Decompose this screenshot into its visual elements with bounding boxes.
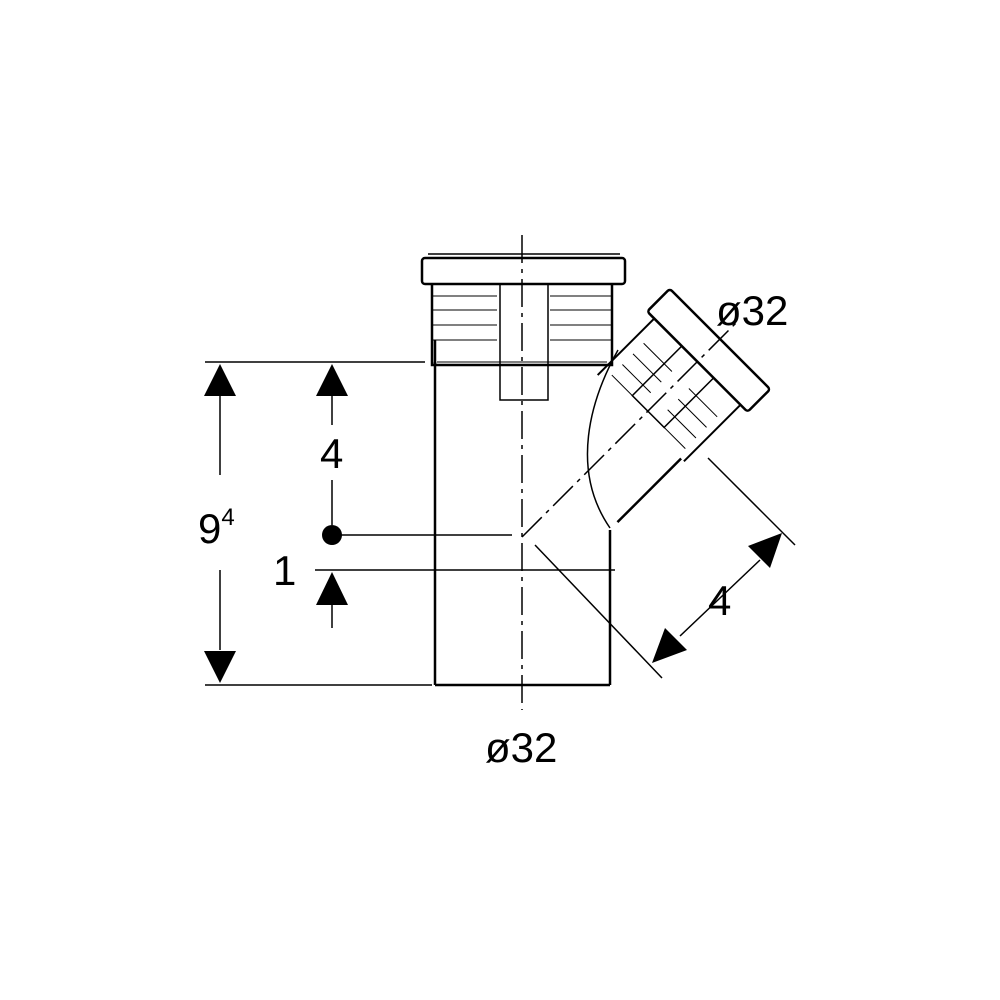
top-socket	[420, 253, 627, 401]
upper-offset-label: 4	[320, 430, 344, 477]
total-height-superscript: 4	[221, 504, 235, 531]
main-diameter-label: ø32	[485, 724, 558, 771]
total-height-label: 94	[198, 505, 235, 552]
dimension-arrows	[204, 364, 782, 683]
dimension-lines	[205, 361, 796, 686]
main-pipe	[430, 349, 619, 687]
lower-offset-label: 1	[273, 547, 297, 594]
total-height-value: 9	[198, 505, 222, 552]
branch-length-label: 4	[708, 577, 732, 624]
branch	[521, 288, 771, 538]
branch-diameter-label: ø32	[716, 287, 789, 334]
